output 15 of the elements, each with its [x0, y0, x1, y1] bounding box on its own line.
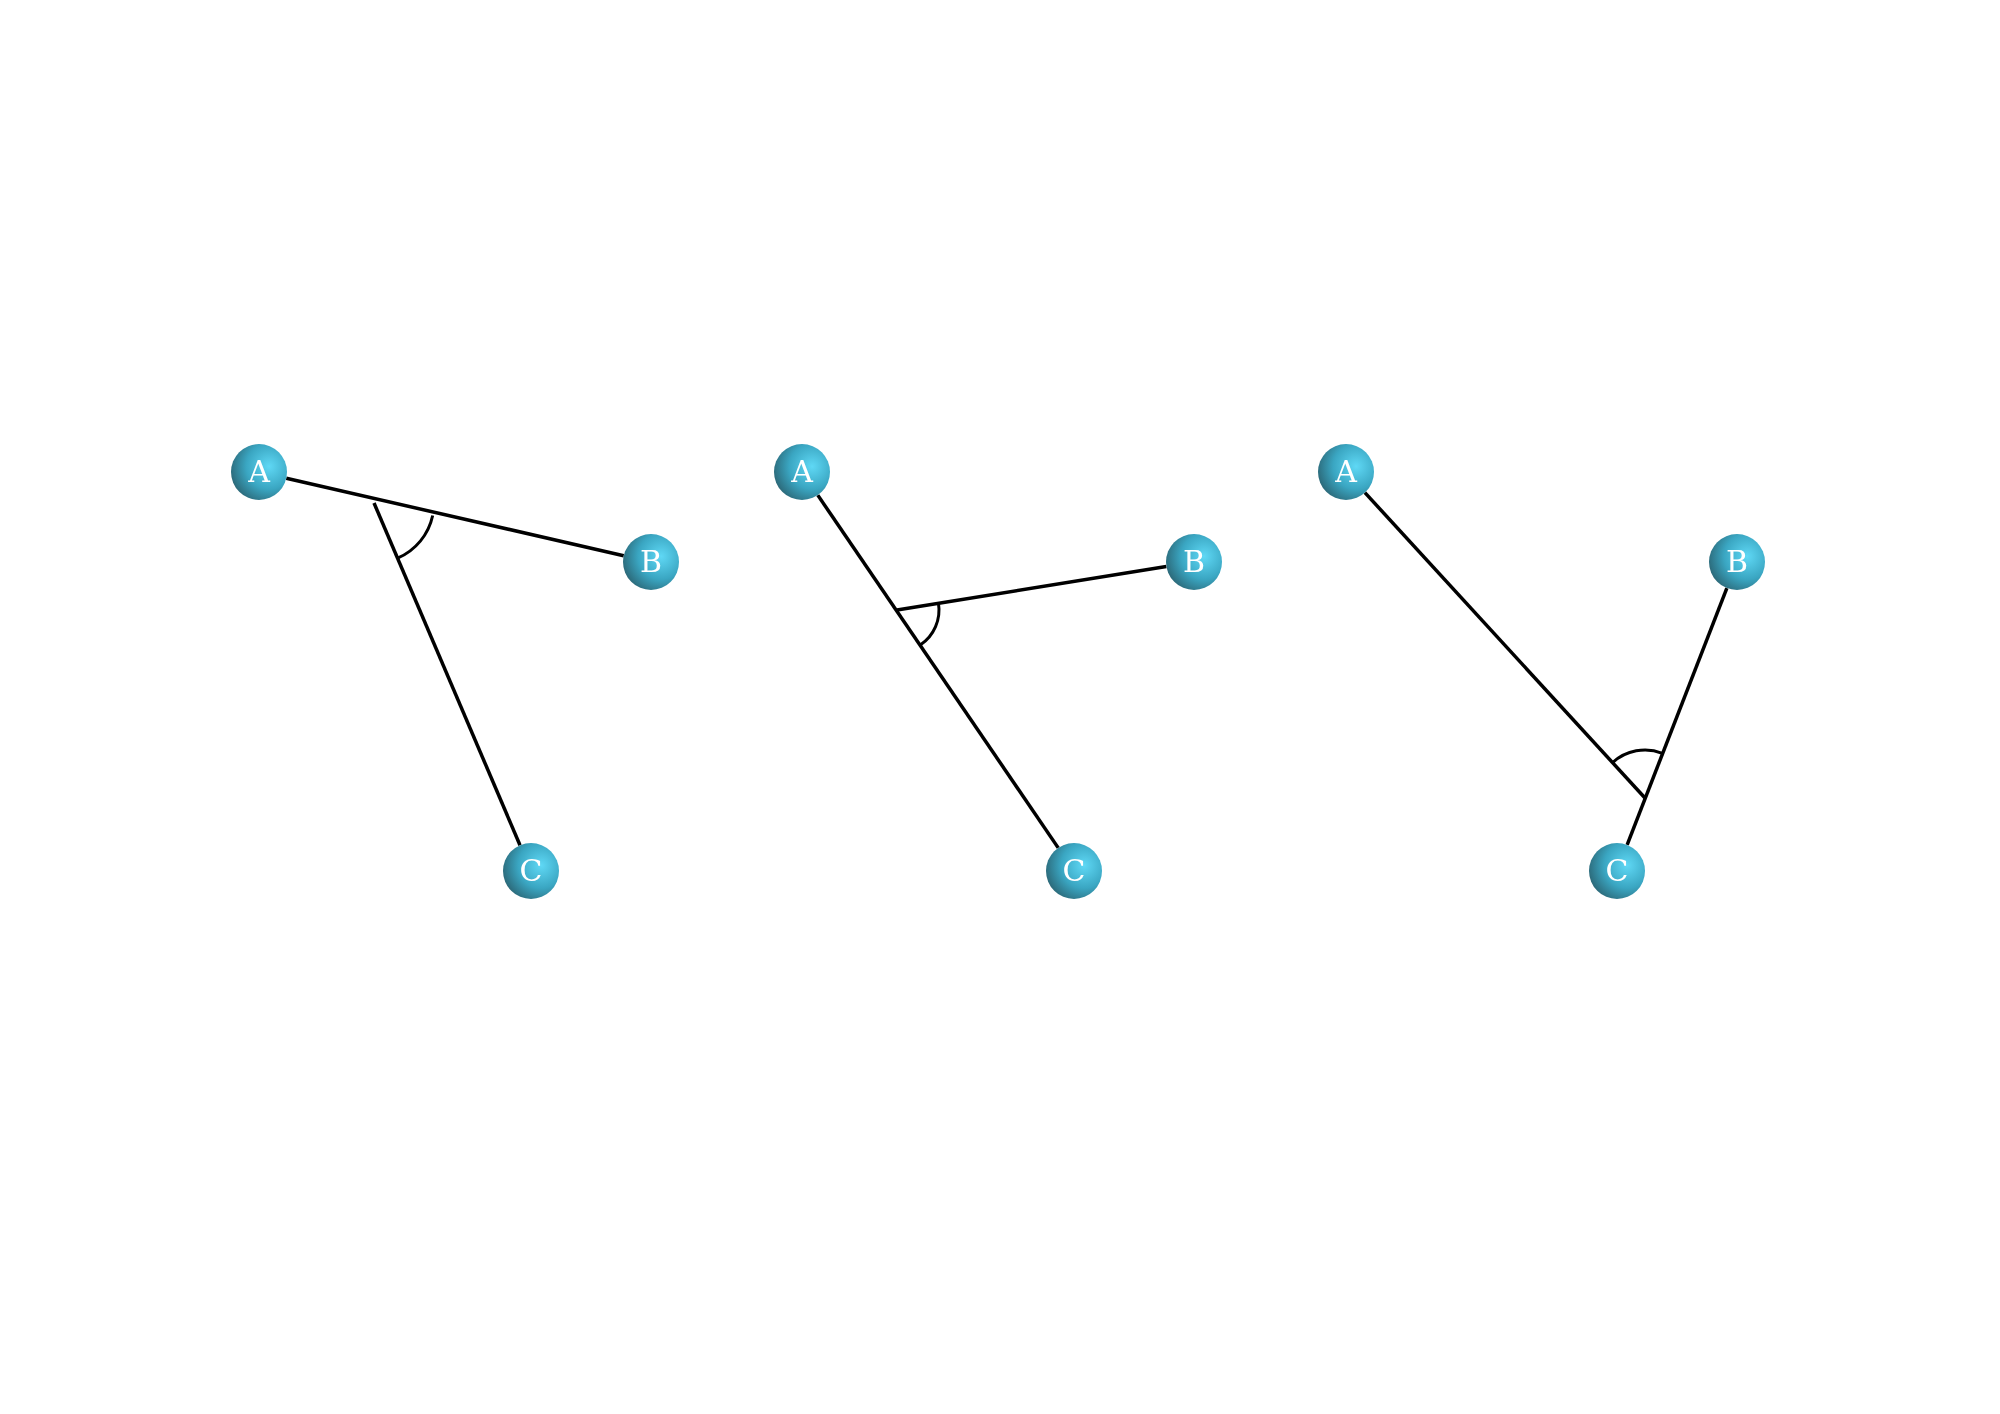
point-marker: C — [503, 843, 559, 899]
point-marker: B — [1709, 534, 1765, 590]
point-marker: A — [774, 444, 830, 500]
point-marker: C — [1589, 843, 1645, 899]
line-segment — [285, 476, 625, 558]
point-marker: A — [1318, 444, 1374, 500]
point-marker: C — [1046, 843, 1102, 899]
line-segment — [816, 494, 1060, 849]
point-marker: B — [623, 534, 679, 590]
line-segment — [896, 564, 1167, 612]
line-segment — [1625, 587, 1729, 846]
point-marker: B — [1166, 534, 1222, 590]
line-segment — [1363, 491, 1647, 800]
line-segment — [372, 502, 522, 846]
point-marker: A — [231, 444, 287, 500]
